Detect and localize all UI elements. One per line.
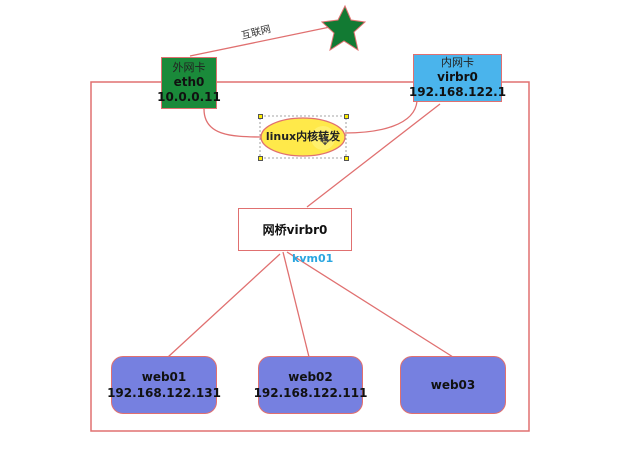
vm-web02[interactable]: web02 192.168.122.111	[254, 356, 367, 414]
internal-nic-ip: 192.168.122.1	[408, 85, 507, 99]
vm-name: web02	[288, 370, 333, 384]
vm-web03[interactable]: web03	[400, 356, 506, 414]
vm-name: web03	[430, 378, 476, 392]
resize-handle-tl[interactable]	[258, 114, 263, 119]
resize-handle-bl[interactable]	[258, 156, 263, 161]
resize-handle-tr[interactable]	[344, 114, 349, 119]
internal-nic-title: 内网卡	[441, 56, 474, 69]
bridge-web01-link	[167, 253, 281, 358]
external-nic-name: eth0	[173, 75, 205, 89]
vm-web01[interactable]: web01 192.168.122.131	[107, 356, 221, 414]
bridge-label: 网桥virbr0	[262, 223, 328, 237]
vm-ip: 192.168.122.111	[253, 386, 368, 400]
host-label: kvm01	[292, 252, 334, 265]
internal-nic-name: virbr0	[437, 70, 478, 84]
resize-handle-br[interactable]	[344, 156, 349, 161]
external-nic-ip: 10.0.0.11	[157, 90, 221, 104]
vm-name: web01	[141, 370, 187, 384]
virbr0-forward-link	[344, 100, 418, 134]
cursor-highlight	[311, 126, 335, 150]
eth0-forward-link	[203, 108, 263, 138]
bridge-web03-link	[286, 251, 454, 358]
forwarding-label: linux内核转发	[265, 130, 341, 143]
bridge-virbr0[interactable]: 网桥virbr0	[238, 208, 352, 251]
bridge-web02-link	[282, 251, 310, 358]
host-container	[90, 81, 530, 432]
internal-nic-virbr0[interactable]: 内网卡 virbr0 192.168.122.1	[409, 54, 506, 102]
vm-ip: 192.168.122.131	[107, 386, 221, 400]
external-nic-eth0[interactable]: 外网卡 eth0 10.0.0.11	[157, 57, 221, 109]
move-cursor-icon: ✥	[320, 134, 331, 148]
star-icon	[320, 4, 367, 52]
internet-link	[189, 26, 331, 57]
external-nic-title: 外网卡	[172, 61, 206, 74]
virbr0-bridge-link	[306, 103, 441, 208]
